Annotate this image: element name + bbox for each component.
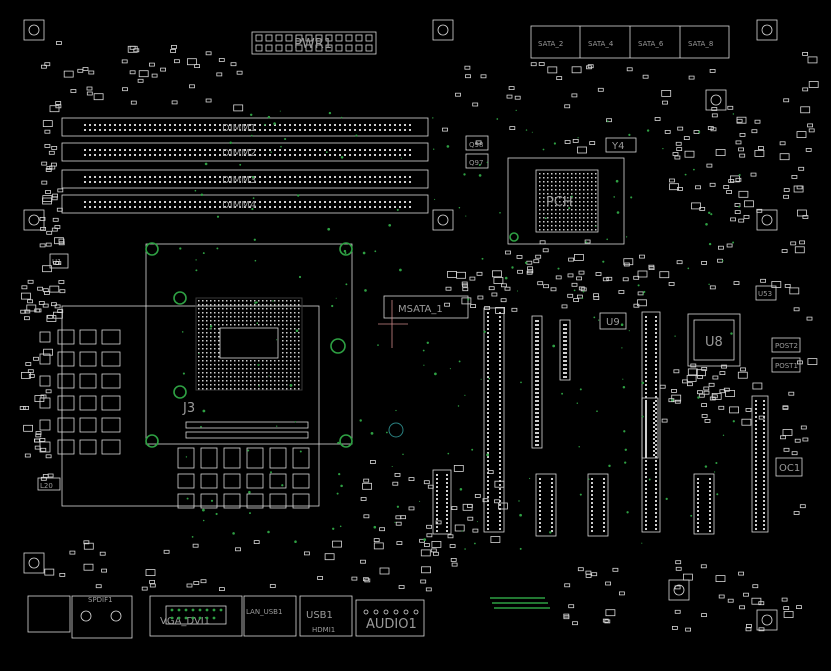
cpu-socket: J3 [61,242,353,507]
rear-io: SPDIF1 VGA_DVI1 LAN_USB1 USB1 HDMI1 AUDI… [27,595,550,639]
dimm3-label: DIMM3 [222,175,256,186]
pcie-slots [432,307,769,537]
passive-components [19,41,819,632]
dimm1-label: DIMM1 [222,123,256,134]
audio-label: AUDIO1 [366,617,417,632]
debug-headers: POST2 POST1 OC1 L20 [37,337,803,491]
transistors: Q98 Q97 [465,135,489,169]
sata-connectors: SATA_2 SATA_4 SATA_6 SATA_8 [530,25,730,59]
post1-label: POST1 [775,362,798,370]
oc1-label: OC1 [779,463,800,474]
sata6-label: SATA_6 [638,40,664,48]
sata8-label: SATA_8 [688,40,713,48]
vias [179,109,741,550]
u8-label: U8 [705,335,723,350]
sata2-label: SATA_2 [538,40,563,48]
spdif-label: SPDIF1 [88,596,113,604]
sata4-label: SATA_4 [588,40,614,48]
q97-label: Q97 [469,159,483,167]
crystal-label: Y4 [611,141,624,152]
usb-label: USB1 [306,610,333,621]
dimm4-label: DIMM4 [222,200,256,211]
lan-label: LAN_USB1 [246,608,282,616]
pwr-label: PWR1 [294,37,332,52]
post2-label: POST2 [775,342,798,350]
power-connector: PWR1 [251,31,377,55]
pch-label: PCH [546,195,573,210]
u9-label: U9 [606,317,620,328]
u53-label: U53 [758,290,772,298]
hdmi-label: HDMI1 [312,626,335,634]
pch-chip: PCH Y4 [507,137,637,245]
vrm-section [39,329,310,509]
j3-label: J3 [182,401,195,416]
msata-connector: MSATA_1 [378,295,469,438]
msata-label: MSATA_1 [398,304,443,315]
q98-label: Q98 [469,141,483,149]
mounting-holes [23,19,778,631]
l20-label: L20 [40,482,53,490]
dimm2-label: DIMM2 [222,148,256,159]
dimm-slots: DIMM1 DIMM2 DIMM3 DIMM4 [61,117,429,214]
vga-label: VGA_DVI1 [160,616,210,627]
